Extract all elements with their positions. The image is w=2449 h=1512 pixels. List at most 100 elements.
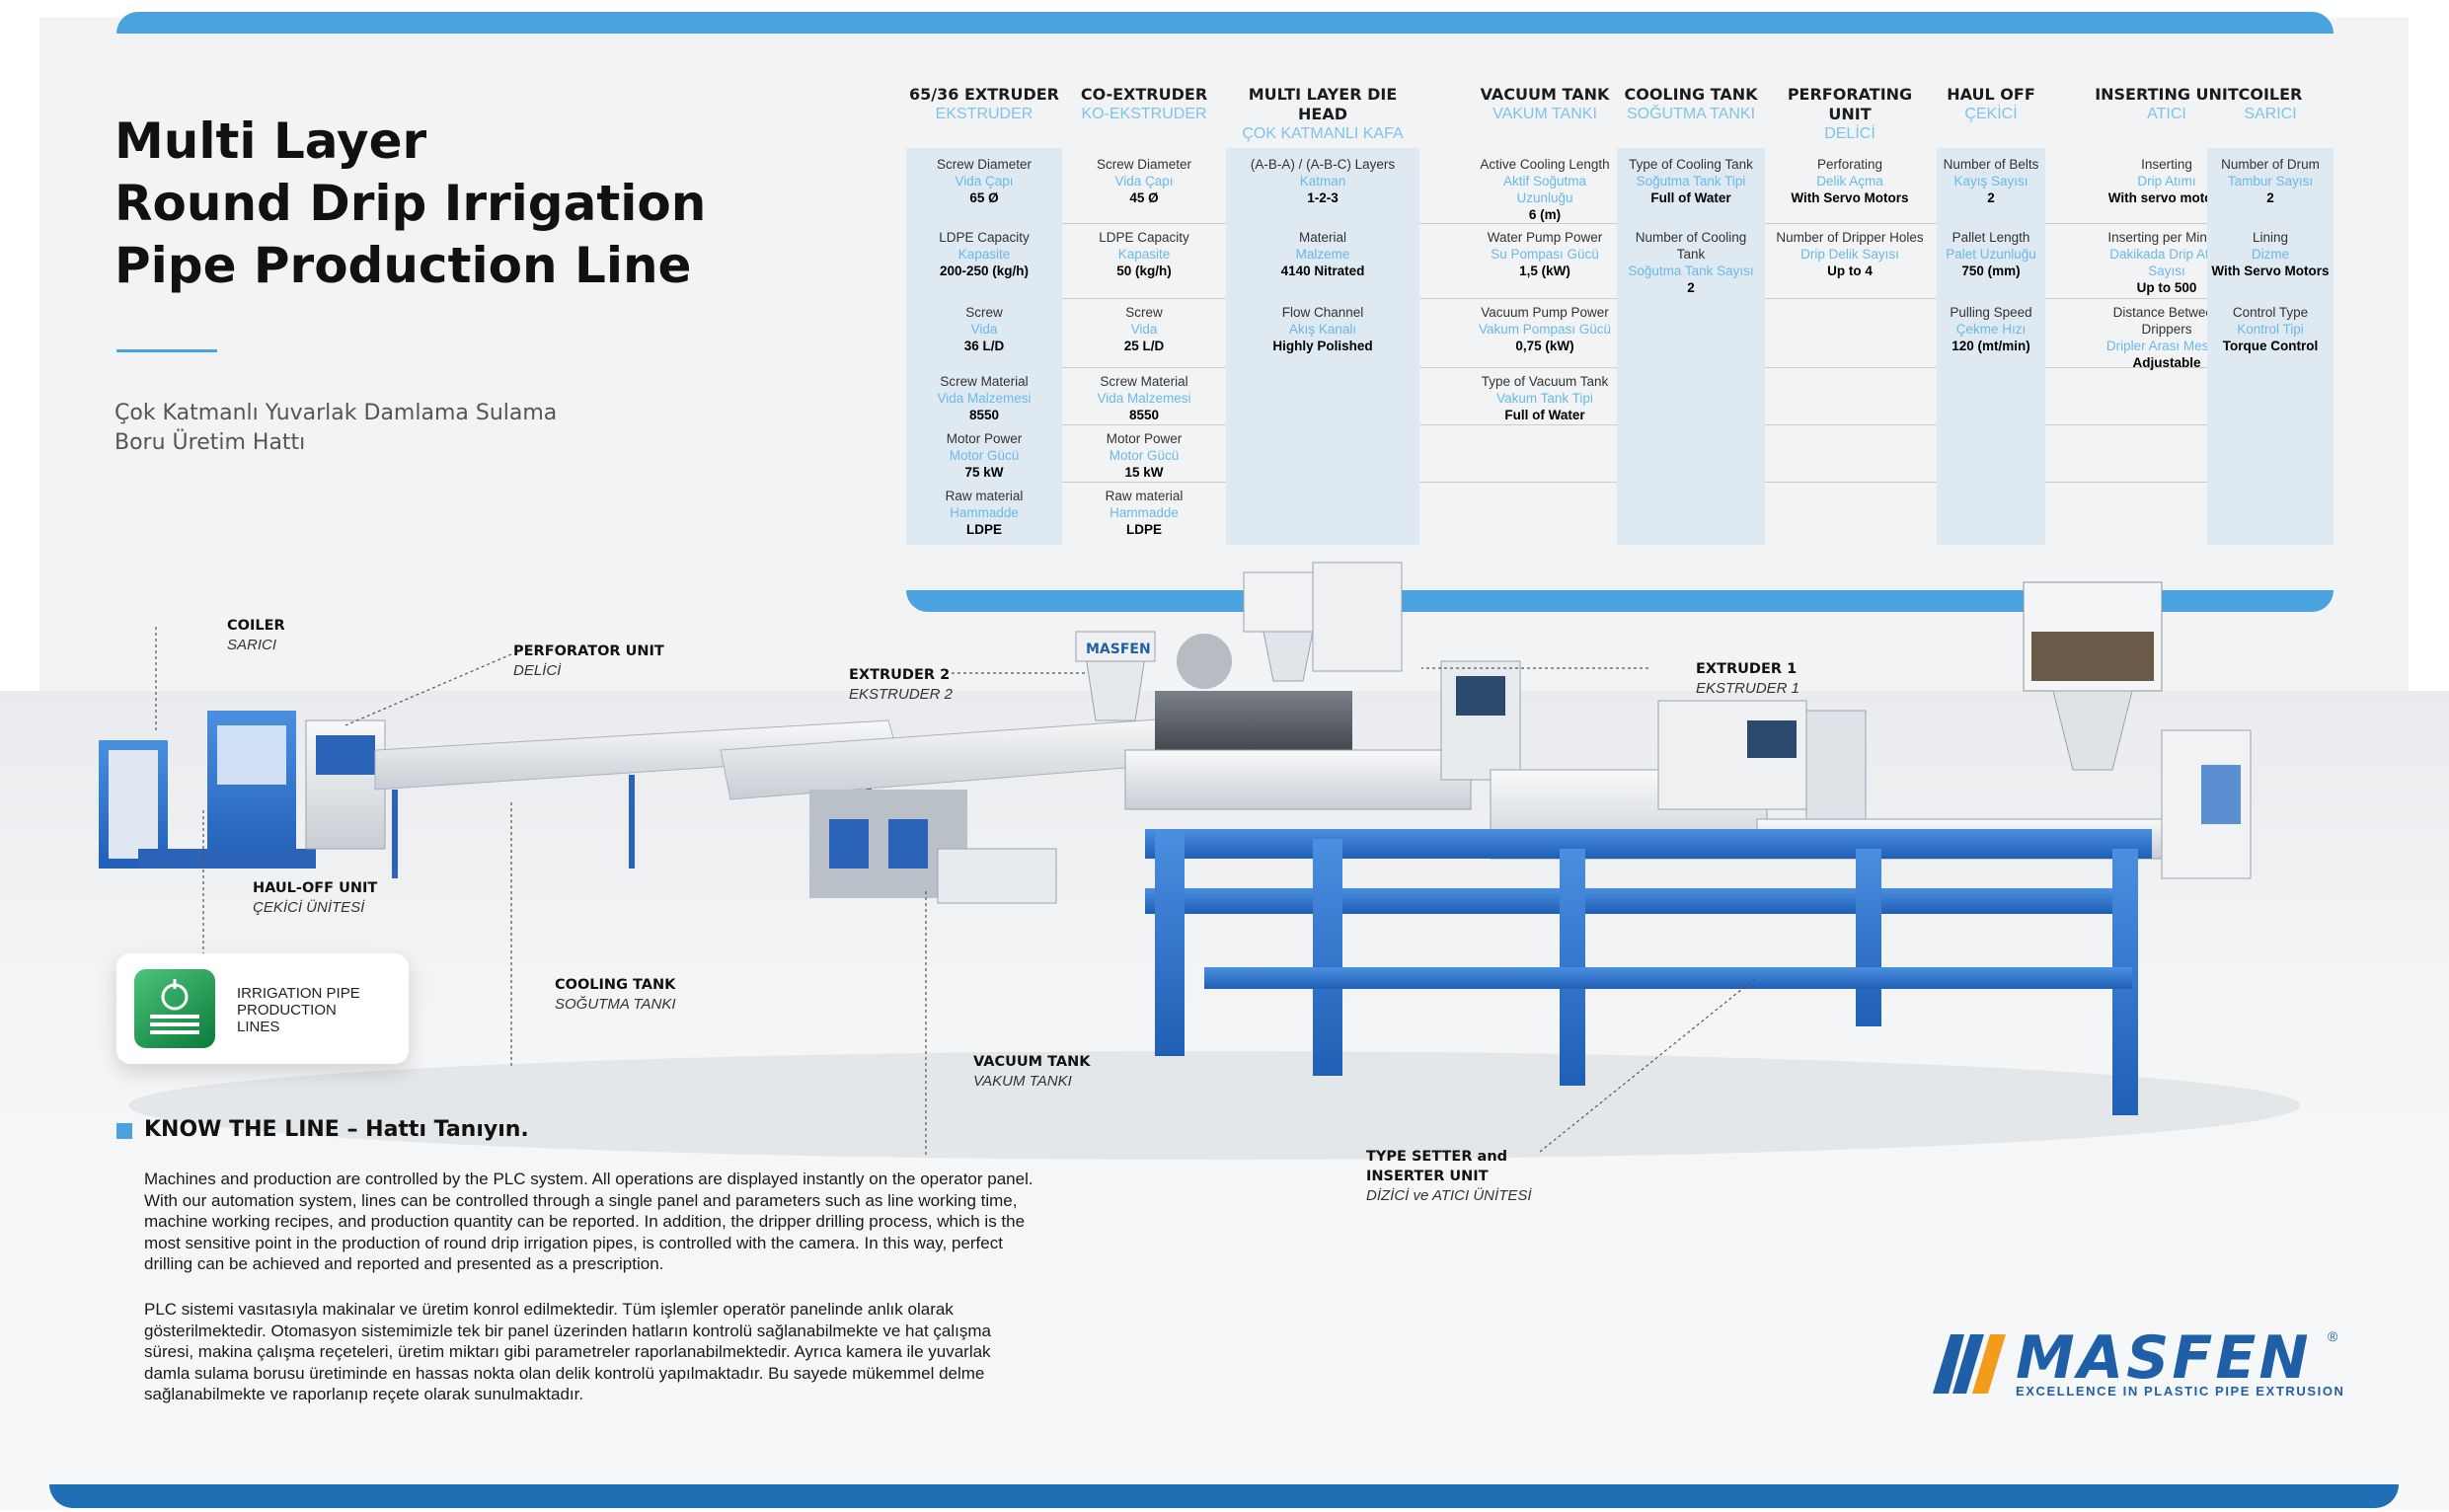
subtitle-line-1: Çok Katmanlı Yuvarlak Damlama Sulama [115,401,558,425]
spec-label-tr: Çekme Hızı [1955,322,2027,337]
spec-label: (A-B-A) / (A-B-C) Layers [1250,157,1396,172]
paragraph-turkish: PLC sistemi vasıtasıyla makinalar ve üre… [144,1299,1121,1405]
production-line-illustration: MASFEN [99,562,2300,1160]
spec-label-tr: Su Pompası Gücü [1491,247,1599,262]
spec-label-tr: Vida Çapı [1114,174,1174,189]
spec-label: Number of Drum [2221,157,2320,172]
spec-label-tr: Malzeme [1295,247,1350,262]
spec-label: Active Cooling Length [1480,157,1610,172]
callout-vacuum-tank: VACUUM TANK VAKUM TANKI [973,1054,1091,1090]
spec-label-tr: Drip Atımı [2137,174,2196,189]
spec-value: Full of Water [1650,190,1731,205]
spec-label: Type of Vacuum Tank [1481,374,1609,389]
spec-value: 0,75 (kW) [1515,339,1574,353]
top-accent-bar [116,12,2334,34]
column-header: INSERTING UNIT ATICI [2087,85,2247,144]
spec-label-tr: Akış Kanalı [1288,322,1357,337]
spec-value: Up to 4 [1827,264,1873,278]
spec-value: Torque Control [2222,339,2319,353]
spec-label-tr: Motor Gücü [1109,448,1180,463]
page-subtitle: Çok Katmanlı Yuvarlak Damlama Sulama Bor… [115,399,667,458]
column-title-tr: ATICI [2147,106,2186,122]
title-line-3: Pipe Production Line [115,237,692,294]
spec-label: Vacuum Pump Power [1481,305,1609,320]
spec-value: Adjustable [2132,355,2201,370]
section-bullet [116,1123,132,1139]
column-title: COILER [2238,85,2303,104]
spec-value: 75 kW [964,465,1004,480]
spec-label-tr: Kapasite [957,247,1011,262]
title-line-1: Multi Layer [115,113,427,170]
svg-text:MASFEN: MASFEN [1086,642,1151,657]
spec-label: Distance Between Drippers [2112,305,2221,337]
logo-tagline: EXCELLENCE IN PLASTIC PIPE EXTRUSION [2016,1384,2345,1399]
spec-label-tr: Vakum Tank Tipi [1496,391,1593,406]
column-title: CO-EXTRUDER [1080,85,1208,104]
page-title: Multi Layer Round Drip Irrigation Pipe P… [115,111,805,297]
spec-value: With servo motors [2107,190,2226,205]
callout-haul-off: HAUL-OFF UNIT ÇEKİCİ ÜNİTESİ [253,880,378,916]
spec-value: 8550 [1128,408,1160,422]
column-title-tr: ÇOK KATMANLI KAFA [1242,125,1404,142]
spec-label: Screw Material [1100,374,1188,389]
spec-value: LDPE [1125,522,1162,537]
spec-label-tr: Dizme [2251,247,2290,262]
spec-value: 45 Ø [1129,190,1159,205]
spec-label-tr: Kontrol Tipi [2237,322,2304,337]
callout-coiler: COILER SARICI [227,618,285,653]
paragraph-line: With our automation system, lines can be… [144,1190,1018,1210]
vacuum-tank-machine [720,715,1225,904]
spec-label-tr: Drip Delik Sayısı [1800,247,1899,262]
spec-label: Screw Diameter [1096,157,1192,172]
paragraph-line: Machines and production are controlled b… [144,1170,1033,1188]
column-title: INSERTING UNIT [2095,85,2239,104]
paragraph-line: sağlanabilmekte ve raporlanıp reçete ola… [144,1385,584,1403]
drip-pipe-icon [134,969,215,1048]
column-title-tr: ÇEKİCİ [1964,106,2018,122]
spec-label: LDPE Capacity [939,230,1030,245]
spec-label: Perforating [1816,157,1883,172]
spec-label-tr: Vida Malzemesi [937,391,1032,406]
spec-label: Screw [1125,305,1163,320]
column-title-tr: DELİCİ [1824,125,1875,142]
spec-label-tr: Soğutma Tank Sayısı [1628,264,1754,278]
spec-label: Motor Power [1106,431,1183,446]
spec-value: 2 [1687,280,1695,295]
spec-value: 1,5 (kW) [1519,264,1570,278]
spec-label: Type of Cooling Tank [1629,157,1753,172]
spec-label-tr: Vida Çapı [955,174,1014,189]
spec-label-tr: Vida Malzemesi [1097,391,1191,406]
spec-value: 120 (mt/min) [1952,339,2030,353]
paragraph-line: most sensitive point in the production o… [144,1233,1003,1252]
spec-label-tr: Hammadde [950,505,1019,520]
spec-label-tr: Katman [1299,174,1346,189]
spec-value: 50 (kg/h) [1116,264,1172,278]
paragraph-line: machine working recipes, and production … [144,1212,1026,1231]
spec-label: Raw material [945,489,1024,503]
paragraph-line: gösterilmektedir. Otomasyon sistemimizle… [144,1321,991,1340]
column-title-tr: SARICI [2244,106,2297,122]
column-header: COILER SARICI [2207,85,2334,144]
spec-value: 15 kW [1124,465,1164,480]
paragraph-english: Machines and production are controlled b… [144,1169,1121,1275]
spec-label-tr: Soğutma Tank Tipi [1636,174,1746,189]
spec-label: LDPE Capacity [1099,230,1189,245]
